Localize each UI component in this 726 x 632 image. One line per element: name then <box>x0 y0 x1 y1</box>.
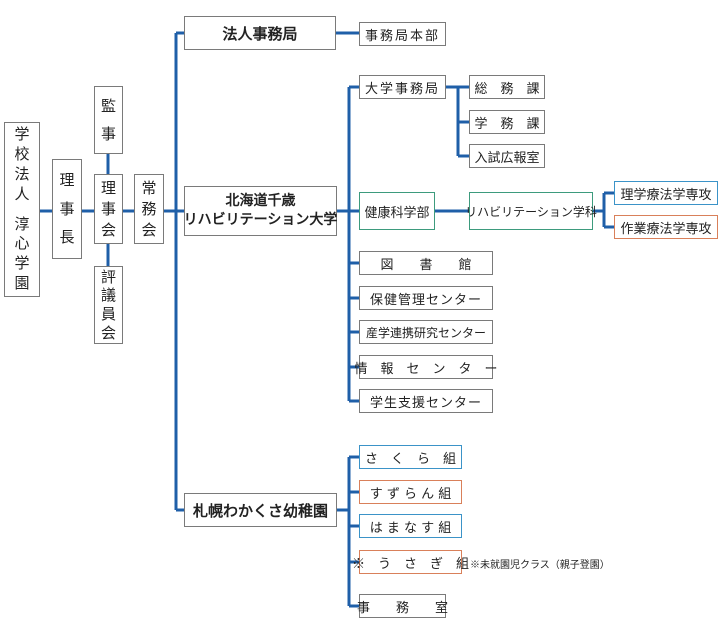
health-center-box: 保健管理センター <box>359 286 493 310</box>
standing-char: 務 <box>141 199 157 218</box>
council-char: 会 <box>100 323 116 342</box>
school-corporation-box: 学 校 法 人 淳 心 学 園 <box>4 122 40 297</box>
school-char: 学 <box>14 254 30 273</box>
faculty-box: 健康科学部 <box>359 192 435 230</box>
school-char: 校 <box>14 144 30 163</box>
corporate-hq-box: 事務局本部 <box>359 22 446 46</box>
class-hamanasu-box: は ま な す 組 <box>359 514 462 538</box>
school-char: 心 <box>14 234 30 253</box>
council-box: 評 議 員 会 <box>94 266 123 344</box>
university-name-line1: 北海道千歳 <box>225 193 296 210</box>
admissions-office-box: 入試広報室 <box>469 144 545 168</box>
class-sakura-box: さ く ら 組 <box>359 445 462 469</box>
board-char: 理 <box>100 178 116 197</box>
department-box: リハビリテーション学科 <box>465 192 597 230</box>
standing-char: 常 <box>141 178 157 197</box>
school-char: 園 <box>14 274 30 293</box>
board-char: 事 <box>100 199 116 218</box>
research-center-box: 産学連携研究センター <box>359 320 493 344</box>
auditor-char: 監 <box>100 96 116 115</box>
school-char: 学 <box>14 124 30 143</box>
corporate-office-box: 法人事務局 <box>184 16 336 50</box>
chairman-box: 理 事 長 <box>52 159 82 259</box>
general-affairs-box: 総 務 課 <box>469 75 545 99</box>
usagi-class-note: ※未就園児クラス（親子登園） <box>470 560 610 571</box>
board-char: 会 <box>100 220 116 239</box>
auditor-box: 監 事 <box>94 86 123 154</box>
chairman-char: 長 <box>59 228 75 247</box>
academic-affairs-box: 学 務 課 <box>469 110 545 134</box>
chairman-char: 事 <box>59 199 75 218</box>
kindergarten-box: 札幌わかくさ幼稚園 <box>184 493 337 527</box>
info-center-box: 情 報 セ ン タ ー <box>355 355 498 379</box>
council-char: 評 <box>100 267 116 286</box>
kindergarten-office-box: 事 務 室 <box>357 594 448 618</box>
standing-committee-box: 常 務 会 <box>134 174 164 244</box>
chairman-char: 理 <box>59 171 75 190</box>
class-suzuran-box: す ず ら ん 組 <box>359 480 462 504</box>
auditor-char: 事 <box>100 125 116 143</box>
major-ot-box: 作業療法学専攻 <box>614 215 718 239</box>
school-char: 人 <box>14 184 30 203</box>
class-usagi-box: ※ う さ ぎ 組 <box>352 550 469 574</box>
university-office-box: 大学事務局 <box>359 75 446 99</box>
council-char: 員 <box>100 305 116 323</box>
standing-char: 会 <box>141 220 157 239</box>
student-support-center-box: 学生支援センター <box>359 389 493 413</box>
council-char: 議 <box>100 286 116 305</box>
library-box: 図 書 館 <box>359 251 493 275</box>
university-name-line2: リハビリテーション大学 <box>183 212 338 228</box>
school-char: 法 <box>14 164 30 183</box>
university-box: 北海道千歳 リハビリテーション大学 <box>184 186 337 236</box>
board-box: 理 事 会 <box>94 174 123 244</box>
school-char: 淳 <box>14 214 30 233</box>
major-pt-box: 理学療法学専攻 <box>614 181 718 205</box>
